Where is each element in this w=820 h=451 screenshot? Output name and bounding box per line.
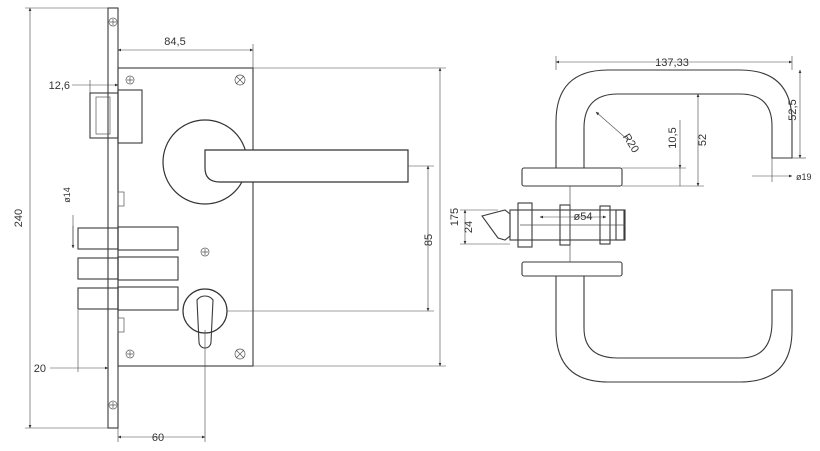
dim-faceplate-offset: 84,5: [164, 36, 185, 48]
faceplate: [107, 7, 119, 429]
latch-bolt: [89, 92, 119, 139]
spindle-assembly: [481, 186, 626, 262]
dim-handle-height: 52: [697, 134, 709, 146]
dim-handle-width: 137,33: [655, 57, 689, 69]
lock-body: [117, 67, 254, 367]
dim-center-distance: 85: [423, 234, 435, 246]
screws: [108, 17, 246, 410]
deadbolts: [77, 226, 179, 311]
dim-bolt-dia: ø14: [62, 187, 72, 203]
front-view: 84,5 12,6 240 ø14 20 60 175 85: [13, 7, 461, 444]
front-dimensions: [25, 7, 446, 442]
handle-lower: [555, 276, 793, 383]
dim-latch-depth: 12,6: [49, 80, 70, 92]
side-view: 137,33 52,5 R20 10,5 52 ø19 ø54 24: [460, 56, 812, 383]
dim-backset: 60: [152, 432, 164, 444]
rose-top: [521, 167, 623, 187]
dim-backset-bottom: 20: [34, 363, 46, 375]
dim-bar-dia: ø19: [796, 172, 812, 182]
handle-upper: [555, 69, 793, 168]
keyhole: [196, 295, 214, 349]
dim-radius: R20: [620, 132, 641, 155]
dim-body-height: 175: [449, 208, 461, 226]
dim-handle-drop: 52,5: [787, 99, 799, 120]
side-dimensions: [460, 56, 806, 245]
dim-height: 240: [13, 209, 25, 227]
dim-spindle-dia: ø54: [574, 211, 593, 223]
dim-rose-offset: 10,5: [667, 127, 679, 148]
dim-door-thickness: 24: [463, 221, 475, 233]
rose-bottom: [521, 261, 623, 277]
handle-lever: [204, 149, 409, 183]
